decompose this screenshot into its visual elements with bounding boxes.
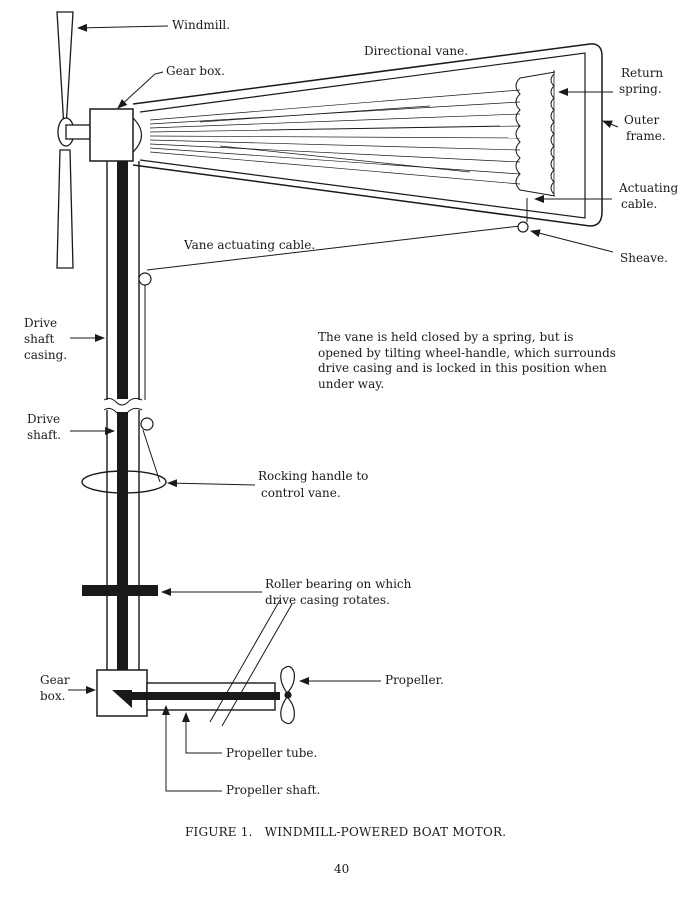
label-outer-frame-2: frame. bbox=[626, 129, 666, 143]
label-propeller: Propeller. bbox=[385, 673, 444, 687]
propeller-blades bbox=[280, 665, 295, 725]
propeller-shaft bbox=[130, 692, 280, 700]
label-return-spring-1: Return bbox=[621, 66, 664, 80]
label-rocking-handle-1: Rocking handle to bbox=[258, 469, 369, 483]
label-windmill: Windmill. bbox=[172, 18, 231, 32]
label-gear-box-top: Gear box. bbox=[166, 64, 225, 78]
roller-bearing bbox=[82, 585, 158, 596]
label-roller-bearing-1: Roller bearing on which bbox=[265, 577, 412, 591]
windmill-shaft bbox=[65, 124, 91, 140]
vane-edge bbox=[515, 77, 521, 191]
vane-inner bbox=[139, 52, 586, 219]
label-gear-box-bottom-1: Gear bbox=[40, 673, 70, 687]
sheave-wheel bbox=[517, 221, 529, 233]
figure-caption: FIGURE 1. WINDMILL-POWERED BOAT MOTOR. bbox=[185, 825, 507, 839]
drive-shaft bbox=[117, 161, 128, 399]
label-directional-vane: Directional vane. bbox=[364, 44, 469, 58]
label-sheave: Sheave. bbox=[620, 251, 668, 265]
gear-box-top bbox=[89, 108, 134, 162]
windmill-blades bbox=[56, 11, 75, 269]
label-drive-shaft-1: Drive bbox=[27, 412, 61, 426]
rocking-handle bbox=[81, 470, 167, 494]
vane-streaks bbox=[149, 89, 521, 185]
leader-lines bbox=[68, 23, 619, 792]
return-spring bbox=[550, 73, 555, 195]
vane-actuating-cable bbox=[146, 225, 521, 271]
label-drive-shaft-2: shaft. bbox=[27, 428, 62, 442]
label-rocking-handle-2: control vane. bbox=[261, 486, 341, 500]
hull-line-2 bbox=[221, 603, 293, 727]
label-roller-bearing-2: drive casing rotates. bbox=[265, 593, 390, 607]
label-propeller-tube: Propeller tube. bbox=[226, 746, 318, 760]
label-drive-shaft-casing-2: shaft bbox=[24, 332, 55, 346]
upper-pulley bbox=[138, 272, 152, 286]
label-drive-shaft-casing-3: casing. bbox=[24, 348, 68, 362]
label-actuating-cable-2: cable. bbox=[621, 197, 658, 211]
label-outer-frame-1: Outer bbox=[624, 113, 660, 127]
page-number: 40 bbox=[334, 862, 350, 876]
lower-pulley bbox=[140, 417, 154, 431]
label-propeller-shaft: Propeller shaft. bbox=[226, 783, 321, 797]
vane-outer-frame bbox=[132, 43, 603, 227]
label-vane-actuating-cable: Vane actuating cable. bbox=[184, 238, 316, 252]
drive-shaft-lower bbox=[117, 412, 128, 680]
hull-line-1 bbox=[209, 599, 281, 723]
label-gear-box-bottom-2: box. bbox=[40, 689, 66, 703]
label-actuating-cable-1: Actuating bbox=[619, 181, 679, 195]
label-drive-shaft-casing-1: Drive bbox=[24, 316, 58, 330]
bevel-gears bbox=[112, 690, 132, 708]
label-return-spring-2: spring. bbox=[619, 82, 662, 96]
explanatory-note: The vane is held closed by a spring, but… bbox=[318, 330, 616, 391]
